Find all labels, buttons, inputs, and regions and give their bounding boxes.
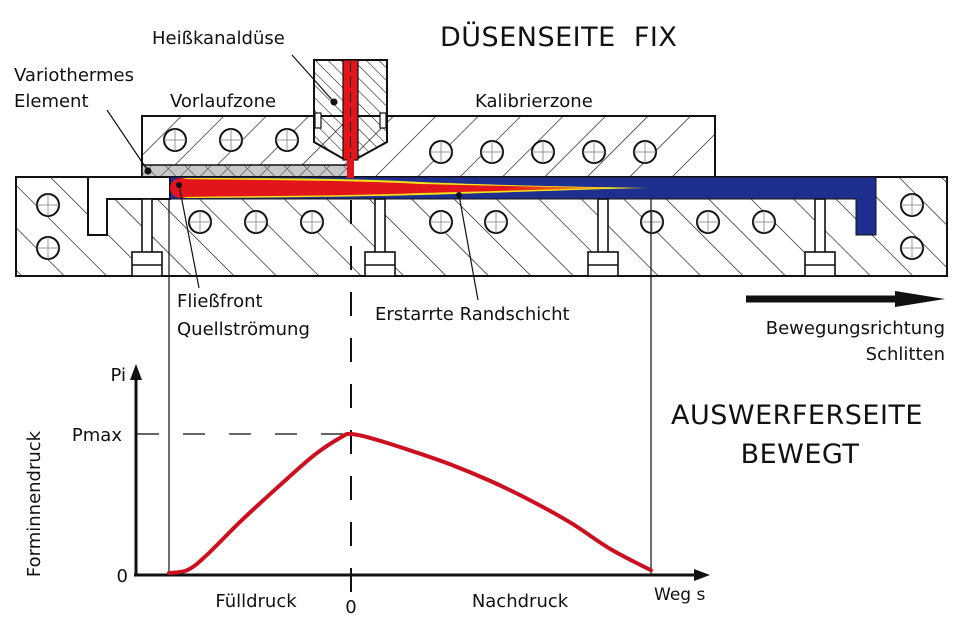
x-tick-zero: 0 — [345, 597, 356, 618]
cooling-channels — [36, 128, 924, 260]
label-source-flow: Quellströmung — [177, 319, 310, 340]
cooling-channel-icon — [900, 193, 924, 217]
y-tick-pmax: Pmax — [72, 425, 122, 446]
label-variotherm-line2: Element — [14, 91, 89, 112]
title-ejector-side-line1: AUSWERFERSEITE — [671, 400, 923, 431]
label-variotherm-line1: Variothermes — [14, 65, 134, 86]
label-solidified-layer: Erstarrte Randschicht — [375, 304, 570, 325]
movement-direction-arrow — [746, 291, 945, 307]
leader-flow-front — [178, 184, 200, 289]
leader-solidified-layer — [458, 194, 479, 301]
label-hot-runner-nozzle: Heißkanaldüse — [152, 28, 285, 49]
cooling-channel-icon — [752, 210, 776, 234]
cooling-channel-icon — [36, 193, 60, 217]
ejector-pin-icon — [804, 198, 836, 277]
y-tick-zero: 0 — [117, 566, 128, 587]
cooling-channel-icon — [531, 140, 555, 164]
phase-label-filling: Fülldruck — [215, 591, 297, 612]
cooling-channel-icon — [429, 210, 453, 234]
ejector-pin-icon — [364, 198, 396, 277]
ejector-pins — [131, 198, 836, 277]
y-axis-arrowhead — [130, 364, 142, 380]
cooling-channel-icon — [188, 210, 212, 234]
ejector-pin-icon — [131, 198, 163, 277]
cooling-channel-icon — [36, 236, 60, 260]
melt-flow — [180, 179, 610, 197]
cooling-channel-icon — [696, 210, 720, 234]
cooling-channel-icon — [582, 140, 606, 164]
leader-nozzle — [291, 54, 335, 103]
cooling-channel-icon — [900, 236, 924, 260]
y-axis-symbol: Pi — [111, 365, 126, 386]
variotherm-element — [141, 164, 351, 178]
hot-runner-nozzle — [313, 59, 388, 178]
cooling-channel-icon — [244, 210, 268, 234]
cavity-pressure-chart: Pi Pmax 0 Forminnendruck 0 Fülldruck Nac… — [24, 364, 710, 618]
ejector-pin-icon — [587, 198, 619, 277]
cooling-channel-icon — [219, 128, 243, 152]
title-nozzle-side: DÜSENSEITE FIX — [440, 21, 677, 53]
cooling-channel-icon — [484, 210, 508, 234]
label-pre-zone: Vorlaufzone — [170, 91, 276, 112]
label-calibration-zone: Kalibrierzone — [475, 91, 593, 112]
flow-front — [170, 178, 192, 198]
cooling-channel-icon — [480, 140, 504, 164]
x-axis-arrowhead — [694, 569, 710, 581]
cooling-channel-icon — [300, 210, 324, 234]
cooling-channel-icon — [429, 140, 453, 164]
leader-variotherm — [106, 109, 149, 172]
label-carriage: Schlitten — [866, 344, 945, 365]
title-ejector-side-line2: BEWEGT — [741, 439, 860, 470]
cooling-channel-icon — [640, 210, 664, 234]
cooling-channel-icon — [275, 128, 299, 152]
label-movement-direction: Bewegungsrichtung — [766, 318, 945, 339]
cooling-channel-icon — [633, 140, 657, 164]
y-axis-label: Forminnendruck — [24, 430, 45, 577]
x-axis-label: Weg s — [654, 585, 705, 605]
phase-label-holding: Nachdruck — [472, 591, 569, 612]
pressure-curve — [167, 431, 653, 575]
label-flow-front: Fließfront — [177, 291, 263, 312]
cooling-channel-icon — [163, 128, 187, 152]
